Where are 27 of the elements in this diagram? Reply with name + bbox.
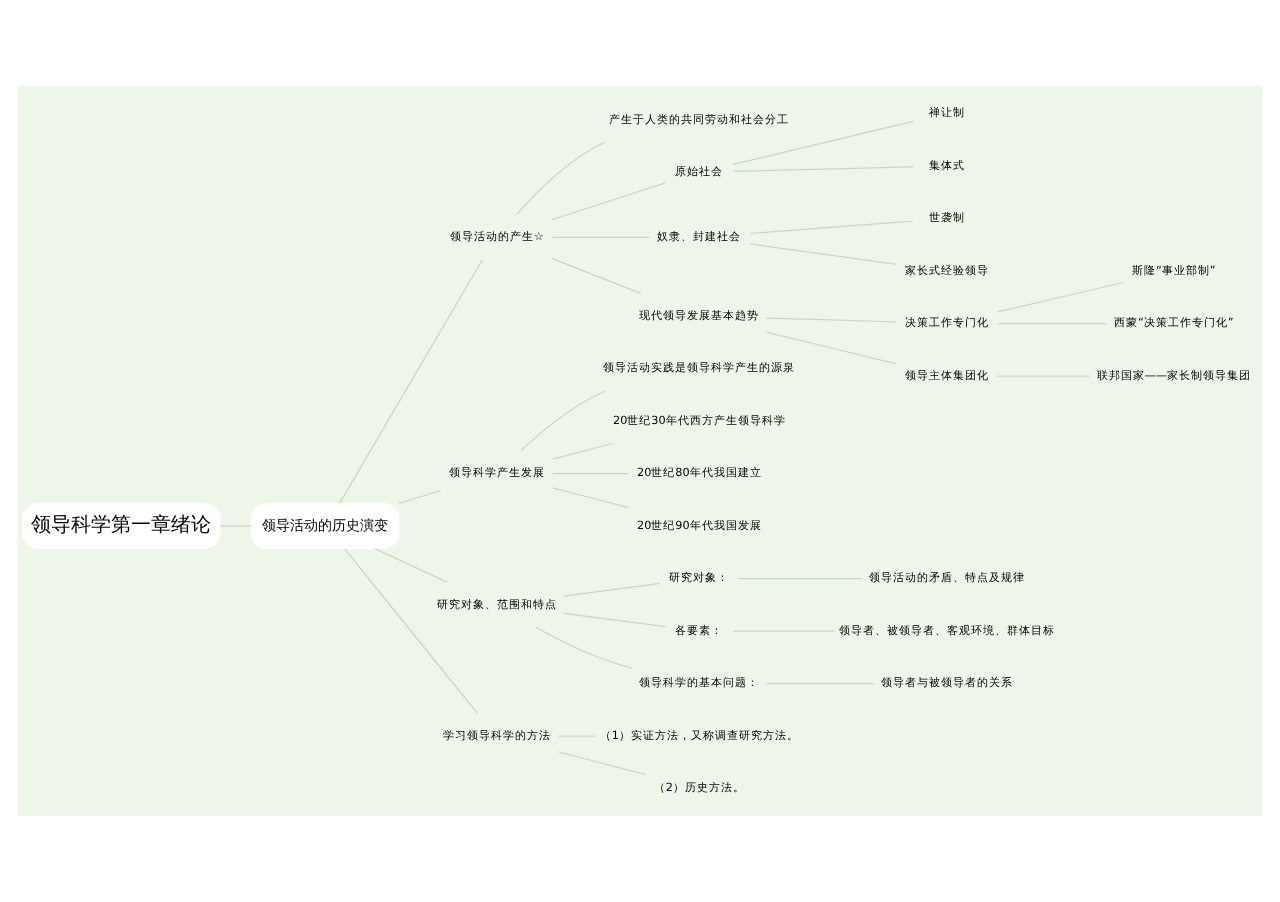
connector bbox=[563, 582, 661, 597]
connector bbox=[551, 236, 650, 238]
connector bbox=[551, 257, 642, 295]
node-box: 领导科学第一章绪论 bbox=[21, 502, 221, 550]
connector bbox=[765, 682, 875, 685]
connector bbox=[551, 182, 666, 221]
connector bbox=[338, 259, 484, 504]
connector bbox=[552, 472, 630, 475]
connector bbox=[398, 489, 442, 505]
connector bbox=[515, 141, 606, 216]
connector bbox=[765, 317, 898, 323]
connector bbox=[996, 322, 1108, 325]
connector bbox=[344, 548, 479, 715]
connector bbox=[996, 281, 1124, 313]
connector bbox=[535, 626, 634, 669]
connector bbox=[552, 442, 613, 460]
connector bbox=[749, 220, 914, 235]
connector bbox=[732, 166, 914, 173]
connector bbox=[552, 487, 630, 509]
connector bbox=[374, 547, 448, 583]
connector bbox=[737, 577, 864, 580]
connector bbox=[732, 120, 914, 166]
connector bbox=[749, 243, 898, 265]
connector bbox=[765, 331, 898, 365]
connector bbox=[520, 390, 607, 452]
connector bbox=[557, 751, 647, 776]
connector bbox=[563, 612, 666, 628]
